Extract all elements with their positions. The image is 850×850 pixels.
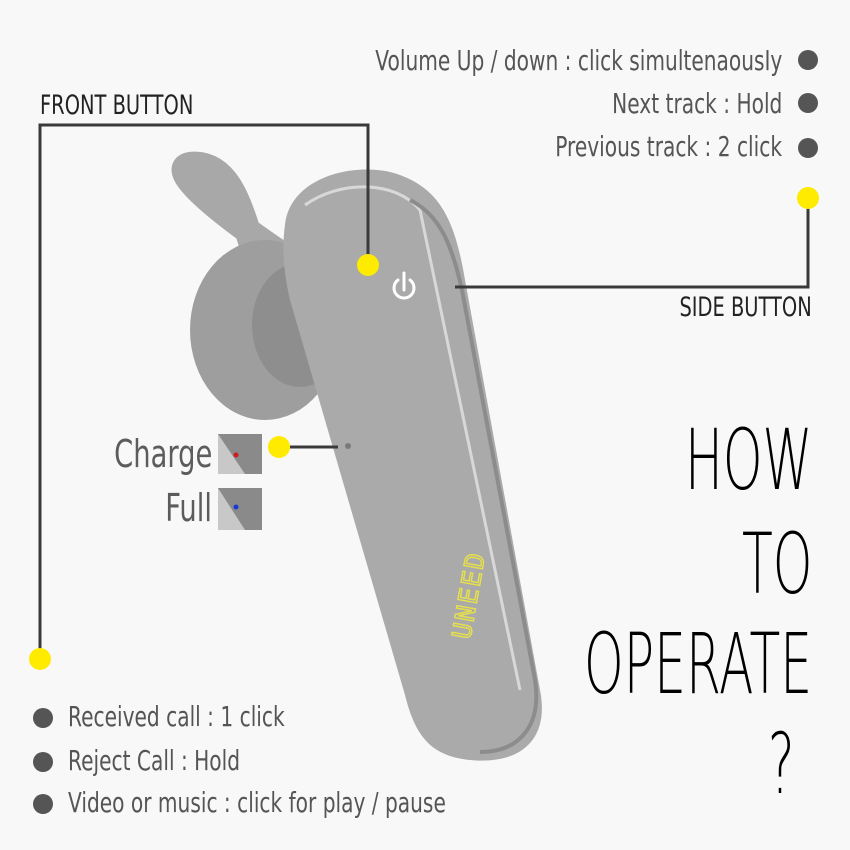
charge-label: Charge: [113, 432, 212, 476]
body-shade: [409, 198, 539, 754]
front-button-callout-dot: [357, 254, 379, 276]
side-item-previous: Previous track : 2 click: [555, 130, 782, 163]
full-led-swatch: [218, 488, 262, 530]
bullet-icon: [798, 50, 818, 70]
front-item-media: Video or music : click for play / pause: [68, 786, 446, 819]
side-button-callout-dot: [797, 187, 819, 209]
front-button-heading: FRONT BUTTON: [40, 90, 194, 121]
side-button-leader: [455, 205, 810, 289]
side-item-next: Next track : Hold: [611, 87, 782, 120]
front-list-callout-dot: [29, 648, 51, 670]
front-item-receive: Received call : 1 click: [68, 700, 285, 733]
title-line-3: OPERATE: [583, 615, 812, 713]
body-highlight: [304, 185, 522, 691]
front-button-leader: [38, 123, 370, 650]
title-line-2: TO: [741, 515, 812, 613]
title-line-4: ?: [768, 715, 795, 813]
front-item-reject: Reject Call : Hold: [68, 744, 241, 777]
headset-body: [283, 169, 542, 761]
side-button-heading: SIDE BUTTON: [679, 292, 812, 323]
led-hole: [345, 443, 351, 449]
power-icon: [392, 271, 416, 300]
full-label: Full: [165, 486, 212, 530]
bullet-icon: [33, 708, 53, 728]
charge-led-swatch: [218, 434, 262, 474]
title-line-1: HOW: [684, 411, 812, 509]
bullet-icon: [798, 93, 818, 113]
charge-callout-dot: [268, 436, 290, 458]
side-item-volume: Volume Up / down : click simultenaousIy: [374, 44, 782, 77]
bullet-icon: [33, 752, 53, 772]
ear-hook: [171, 151, 303, 273]
bullet-icon: [33, 794, 53, 814]
bullet-icon: [798, 138, 818, 158]
